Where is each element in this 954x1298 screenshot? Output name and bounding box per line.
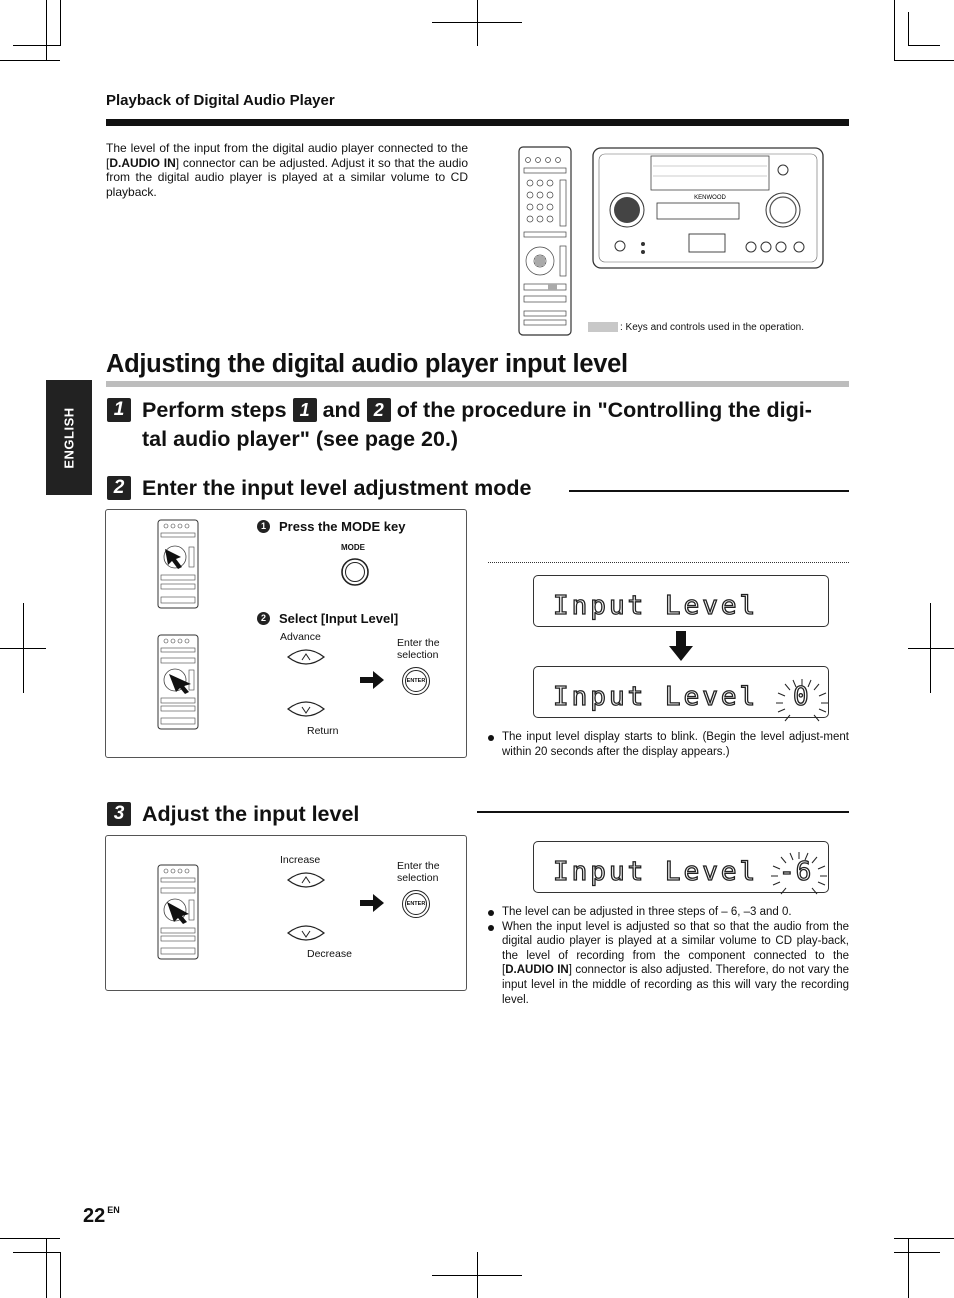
dotted-separator — [488, 562, 849, 563]
lcd-3-text: Input Level — [552, 856, 759, 887]
enter-selection-label: Enter the selection — [397, 637, 440, 661]
mode-button[interactable] — [340, 557, 370, 587]
step-2-heading: Enter the input level adjustment mode — [142, 476, 532, 500]
mode-key-label: MODE — [341, 543, 365, 552]
step-ref-1: 1 — [292, 398, 317, 422]
remote-thumb-select — [157, 634, 199, 730]
down-key-icon[interactable] — [286, 697, 326, 723]
page-title: Adjusting the digital audio player input… — [106, 350, 628, 378]
enter-key-label: ENTER — [405, 893, 427, 915]
lcd-2-text: Input Level — [552, 681, 759, 712]
increase-label: Increase — [280, 854, 321, 866]
arrow-down-icon — [669, 631, 693, 661]
language-tab: ENGLISH — [46, 380, 92, 495]
enter-button[interactable]: ENTER — [402, 667, 430, 695]
step-2-note: The input level display starts to blink.… — [488, 730, 849, 759]
enter-selection-label: Enter the selection — [397, 860, 440, 884]
substep-1-number: 1 — [257, 520, 270, 533]
step-2-rule — [569, 490, 849, 492]
step-2-number: 2 — [107, 476, 131, 500]
note-1: The level can be adjusted in three steps… — [488, 905, 849, 920]
blink-rays-icon — [771, 852, 827, 895]
enter-button[interactable]: ENTER — [402, 890, 430, 918]
remote-control-illustration — [518, 146, 572, 336]
brand-logo: KENWOOD — [694, 195, 726, 201]
substep-2-number: 2 — [257, 612, 270, 625]
step-3-heading: Adjust the input level — [142, 802, 360, 826]
lcd-1-text: Input Level — [552, 590, 759, 621]
header-rule — [106, 119, 849, 126]
legend-caption: : Keys and controls used in the operatio… — [588, 322, 804, 333]
title-rule — [106, 381, 849, 387]
arrow-right-icon — [360, 671, 384, 689]
down-key-icon[interactable] — [286, 921, 326, 947]
lcd-3-value: -6 — [778, 856, 813, 887]
enter-key-label: ENTER — [405, 670, 427, 692]
step-1-text: Perform steps 1 and 2 of the procedure i… — [142, 398, 812, 451]
lcd-display-1 — [533, 575, 829, 627]
intro-paragraph: The level of the input from the digital … — [106, 141, 468, 199]
substep-1-label: Press the MODE key — [279, 519, 406, 534]
advance-label: Advance — [280, 631, 321, 643]
substep-2-label: Select [Input Level] — [279, 611, 399, 626]
remote-thumb-adjust — [157, 864, 199, 960]
step-ref-2: 2 — [366, 398, 391, 422]
step-3-number: 3 — [107, 802, 131, 826]
return-label: Return — [307, 725, 339, 737]
up-key-icon[interactable] — [286, 868, 326, 894]
remote-thumb-mode — [157, 519, 199, 609]
lcd-display-2 — [533, 666, 829, 718]
step-3-notes: The level can be adjusted in three steps… — [488, 905, 849, 1007]
section-heading: Playback of Digital Audio Player — [106, 92, 335, 109]
blink-rays-icon — [776, 679, 828, 722]
lcd-display-3 — [533, 841, 829, 893]
step-3-rule — [477, 811, 849, 813]
main-unit-illustration: KENWOOD — [592, 147, 824, 269]
up-key-icon[interactable] — [286, 645, 326, 671]
decrease-label: Decrease — [307, 948, 352, 960]
step-1-number: 1 — [107, 398, 131, 422]
arrow-right-icon — [360, 894, 384, 912]
lcd-2-value: 0 — [792, 681, 812, 712]
note-2: When the input level is adjusted so that… — [488, 920, 849, 1008]
legend-swatch — [588, 322, 618, 333]
